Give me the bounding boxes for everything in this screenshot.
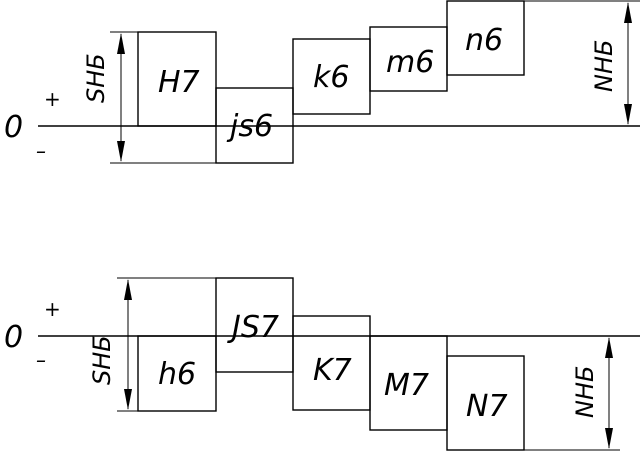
top-field-label-3: k6	[313, 60, 349, 95]
bottom-field-label-4: M7	[384, 368, 429, 403]
top-minus-sign: –	[36, 139, 46, 163]
bottom-zero-label: 0	[4, 320, 23, 355]
top-field-box-5	[446, 0, 525, 76]
bottom-plus-sign: +	[44, 297, 61, 321]
bottom-field-label-2: JS7	[227, 310, 279, 345]
bottom-scheme: 0 + – h6 JS7 K7 M7 N7 SНБ NНБ	[4, 277, 640, 451]
top-plus-sign: +	[44, 87, 61, 111]
bottom-minus-sign: –	[36, 348, 46, 372]
top-scheme: 0 + – H7 js6 k6 m6 n6 SНБ NНБ	[4, 0, 640, 164]
top-zero-label: 0	[4, 110, 23, 145]
bottom-field-label-1: h6	[158, 357, 196, 392]
top-clearance-arrow-down	[117, 141, 125, 162]
bottom-interference-label: NНБ	[571, 366, 599, 418]
top-interference-arrow-up	[624, 2, 632, 23]
top-clearance-arrow-up	[117, 33, 125, 54]
top-field-box-1	[137, 31, 217, 127]
bottom-field-label-3: K7	[313, 353, 352, 388]
top-field-label-1: H7	[158, 65, 200, 100]
bottom-clearance-label: SНБ	[88, 335, 116, 385]
top-field-label-5: n6	[465, 23, 503, 58]
top-interference-arrow-down	[624, 104, 632, 125]
top-clearance-label: SНБ	[82, 53, 110, 103]
bottom-field-label-5: N7	[466, 389, 508, 424]
top-interference-label: NНБ	[590, 40, 618, 92]
bottom-field-box-1	[137, 335, 217, 412]
top-field-box-2	[215, 87, 294, 164]
bottom-clearance-arrow-down	[124, 389, 132, 410]
bottom-interference-arrow-down	[605, 428, 613, 449]
top-field-label-4: m6	[386, 45, 434, 80]
bottom-field-box-5	[446, 355, 525, 451]
bottom-clearance-arrow-up	[124, 279, 132, 300]
top-field-label-2: js6	[226, 109, 273, 144]
bottom-interference-arrow-up	[605, 337, 613, 358]
